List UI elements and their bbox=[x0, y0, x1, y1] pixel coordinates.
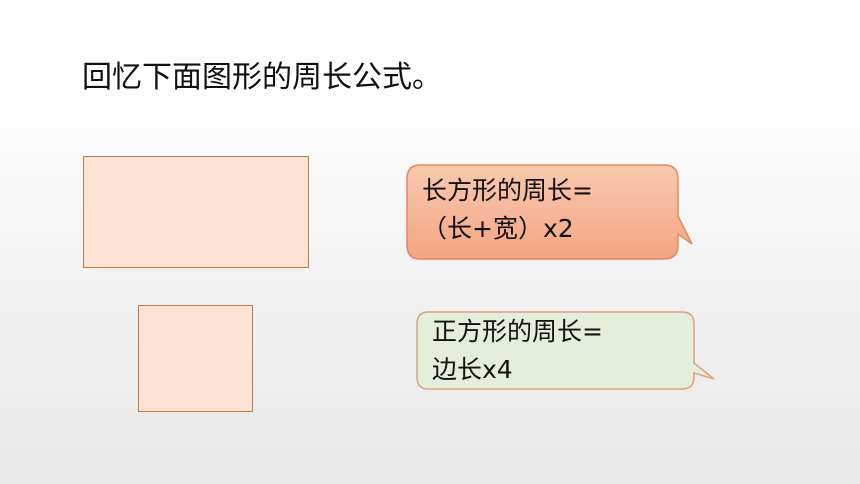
square-formula-line1: 正方形的周长= bbox=[432, 317, 603, 346]
rectangle-formula-line1: 长方形的周长= bbox=[422, 176, 593, 205]
page-title: 回忆下面图形的周长公式。 bbox=[82, 60, 442, 95]
square-formula-bubble: 正方形的周长= 边长x4 bbox=[416, 311, 716, 391]
square-shape bbox=[138, 305, 253, 412]
rectangle-formula-line2: （长+宽）x2 bbox=[422, 214, 574, 243]
speech-bubble-shape bbox=[416, 311, 715, 390]
square-formula-line2: 边长x4 bbox=[432, 355, 513, 384]
rectangle-formula-bubble: 长方形的周长= （长+宽）x2 bbox=[406, 164, 693, 260]
speech-bubble-shape bbox=[406, 164, 693, 260]
rectangle-shape bbox=[83, 156, 309, 268]
rectangle-formula-text: 长方形的周长= （长+宽）x2 bbox=[422, 172, 593, 248]
square-formula-text: 正方形的周长= 边长x4 bbox=[432, 313, 603, 389]
